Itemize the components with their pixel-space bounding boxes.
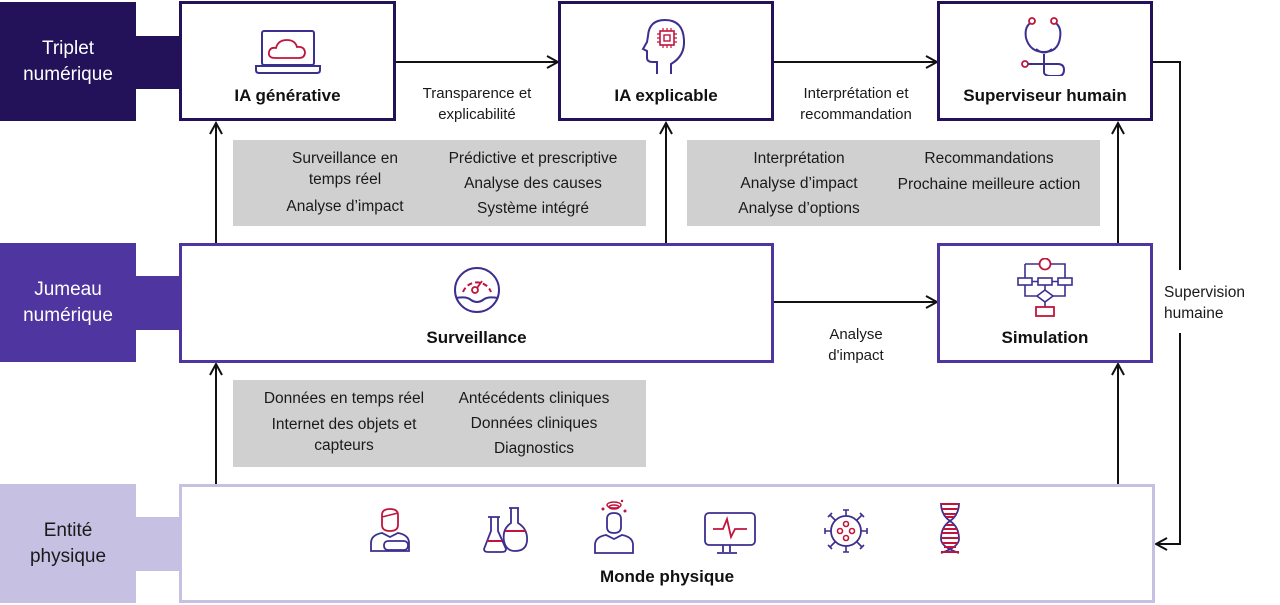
panel-item: Prochaine meilleure action bbox=[897, 176, 1081, 193]
panel-item: Antécédents cliniques bbox=[458, 390, 610, 407]
box-title: Superviseur humain bbox=[963, 86, 1127, 105]
box-title: Simulation bbox=[1001, 328, 1089, 347]
box-title: Monde physique bbox=[599, 567, 735, 586]
stethoscope-icon bbox=[1021, 17, 1066, 76]
flasks-icon bbox=[483, 507, 528, 553]
panel-item: Analyse d’impact bbox=[286, 198, 404, 215]
tier-label: Jumeau numérique bbox=[23, 278, 113, 326]
panel-right-column: Antécédents cliniques Données cliniques … bbox=[439, 386, 629, 461]
dna-icon bbox=[940, 502, 960, 554]
label-transparency: Transparence et explicabilité bbox=[422, 85, 532, 123]
box-physical-world[interactable]: Monde physique bbox=[179, 484, 1155, 603]
box-generative-ai[interactable]: IA générative bbox=[179, 1, 396, 121]
panel-item: Interprétation bbox=[753, 150, 845, 167]
box-title: IA générative bbox=[234, 86, 341, 105]
doctor-icon bbox=[370, 508, 410, 552]
tier-label: Triplet numérique bbox=[23, 37, 113, 85]
gauge-icon bbox=[453, 267, 500, 313]
panel-item: Données en temps réel bbox=[263, 390, 425, 407]
panel-item: Internet des objets et capteurs bbox=[271, 416, 417, 454]
panel-data-sources: Données en temps réel Internet des objet… bbox=[233, 380, 646, 467]
panel-right-column: Recommandations Prochaine meilleure acti… bbox=[897, 146, 1081, 195]
box-title: IA explicable bbox=[614, 86, 718, 105]
panel-item: Analyse d’impact bbox=[740, 175, 858, 192]
laptop-cloud-icon bbox=[254, 30, 321, 74]
panel-xai-features: Interprétation Analyse d’impact Analyse … bbox=[687, 140, 1100, 226]
arrow-supervision-loop bbox=[1153, 61, 1181, 270]
panel-item: Système intégré bbox=[477, 200, 589, 217]
box-title: Surveillance bbox=[426, 328, 527, 347]
panel-left-column: Interprétation Analyse d’impact Analyse … bbox=[717, 146, 881, 221]
panel-item: Analyse des causes bbox=[464, 175, 602, 192]
virus-icon bbox=[824, 509, 868, 553]
panel-left-column: Données en temps réel Internet des objet… bbox=[251, 386, 437, 456]
panel-right-column: Prédictive et prescriptive Analyse des c… bbox=[433, 146, 633, 221]
panel-item: Diagnostics bbox=[493, 440, 575, 457]
tier-label: Entité physique bbox=[29, 519, 107, 567]
label-impact: Analyse d'impact bbox=[828, 326, 884, 364]
box-simulation[interactable]: Simulation bbox=[937, 243, 1153, 363]
panel-item: Données cliniques bbox=[470, 415, 598, 432]
box-human-supervisor[interactable]: Superviseur humain bbox=[937, 1, 1153, 121]
label-supervision: Supervision humaine bbox=[1164, 284, 1245, 322]
box-monitoring[interactable]: Surveillance bbox=[179, 243, 774, 363]
panel-item: Prédictive et prescriptive bbox=[448, 150, 618, 167]
flowchart-icon bbox=[1017, 258, 1073, 317]
panel-item: Analyse d’options bbox=[738, 200, 860, 217]
tier-physical-entity: Entité physique bbox=[0, 484, 136, 603]
panel-left-column: Surveillance en temps réel Analyse d’imp… bbox=[273, 148, 417, 219]
head-chip-icon bbox=[641, 18, 686, 74]
tier-digital-twin: Jumeau numérique bbox=[0, 243, 136, 362]
arrow-supervision-loop-lower bbox=[1156, 333, 1181, 544]
panel-gen-ai-features: Surveillance en temps réel Analyse d’imp… bbox=[233, 140, 646, 226]
box-explainable-ai[interactable]: IA explicable bbox=[558, 1, 774, 121]
label-interpretation: Interprétation et recommandation bbox=[800, 85, 912, 123]
panel-item: Recommandations bbox=[924, 150, 1054, 167]
tier-digital-triplet: Triplet numérique bbox=[0, 2, 136, 121]
dizzy-patient-icon bbox=[594, 499, 634, 554]
heart-monitor-icon bbox=[704, 512, 756, 554]
panel-item: Surveillance en temps réel bbox=[292, 150, 398, 188]
